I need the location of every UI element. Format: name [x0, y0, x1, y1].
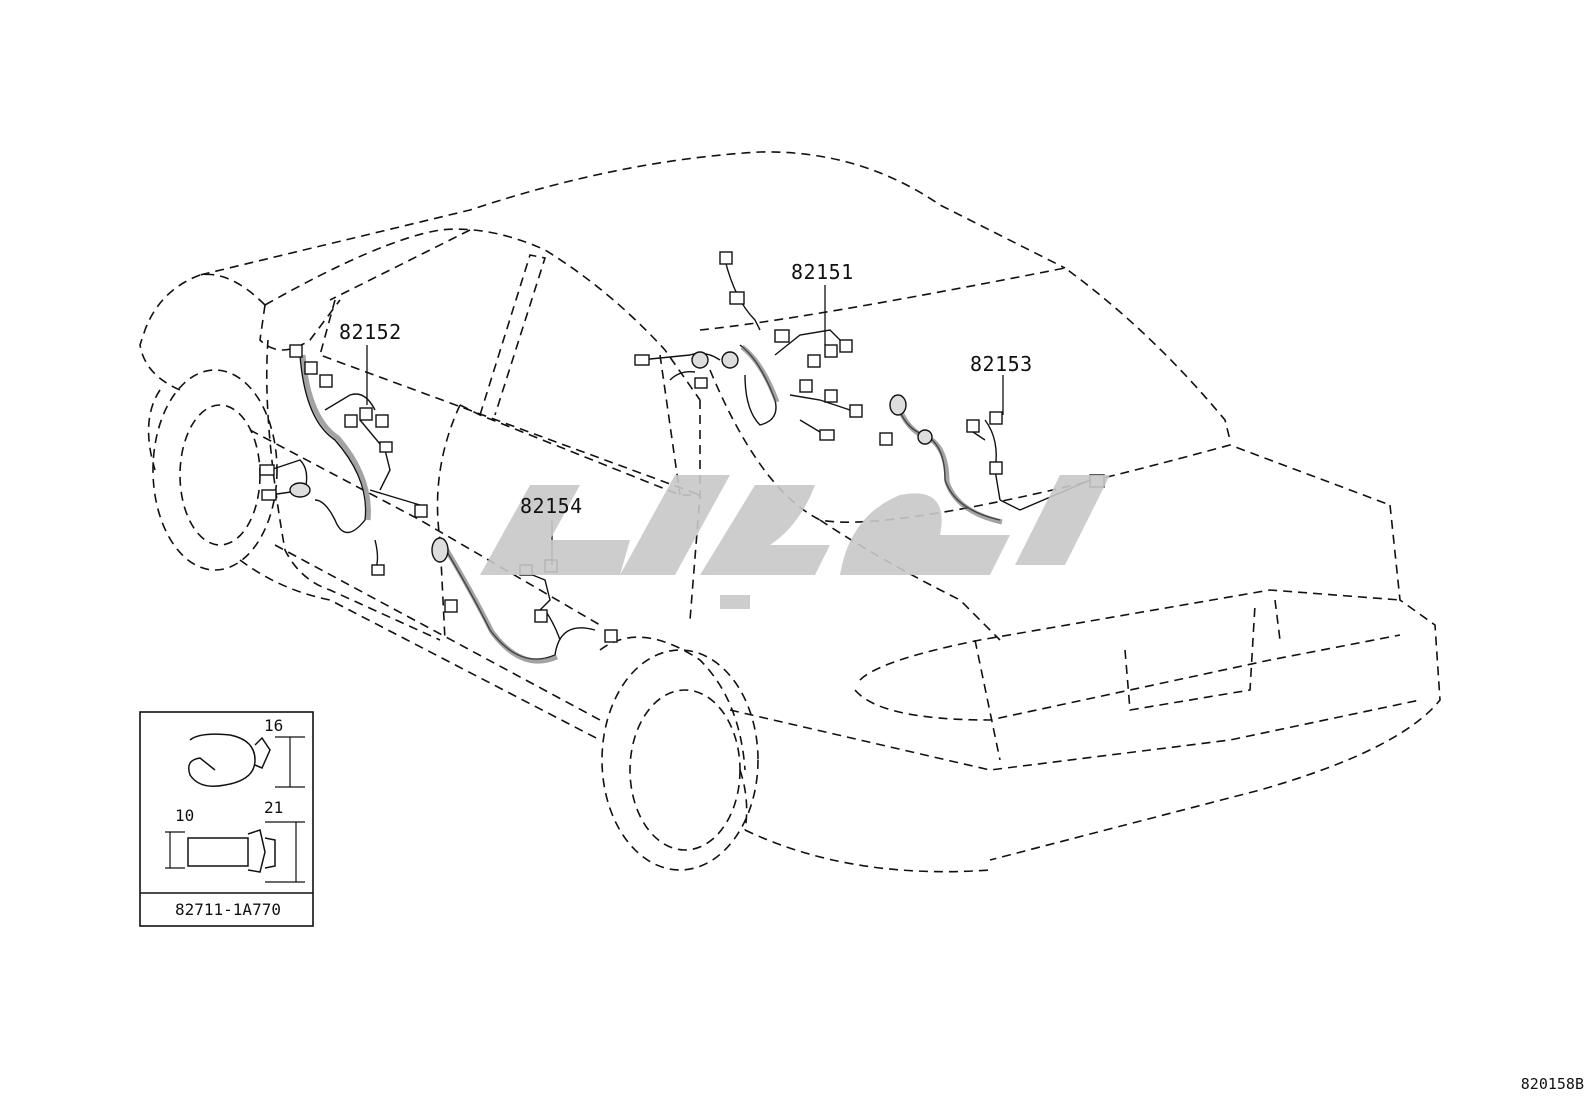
clip-inset-box — [139, 711, 314, 927]
callout-82154: 82154 — [520, 494, 583, 518]
callout-82152: 82152 — [339, 320, 402, 344]
grommets — [289, 351, 933, 563]
harness-82151 — [639, 259, 851, 436]
dimension-10: 10 — [175, 806, 195, 825]
dimension-lines — [165, 736, 305, 883]
clip-icon — [187, 733, 276, 873]
callout-82151: 82151 — [791, 260, 854, 284]
clip-part-number: 82711-1A770 — [175, 900, 281, 919]
harness-82152 — [269, 354, 421, 571]
watermark-logo — [480, 475, 1110, 609]
diagram-id: 820158B — [1520, 1075, 1584, 1093]
dimension-16: 16 — [264, 716, 284, 735]
dimension-21: 21 — [264, 798, 284, 817]
callout-82153: 82153 — [970, 352, 1033, 376]
